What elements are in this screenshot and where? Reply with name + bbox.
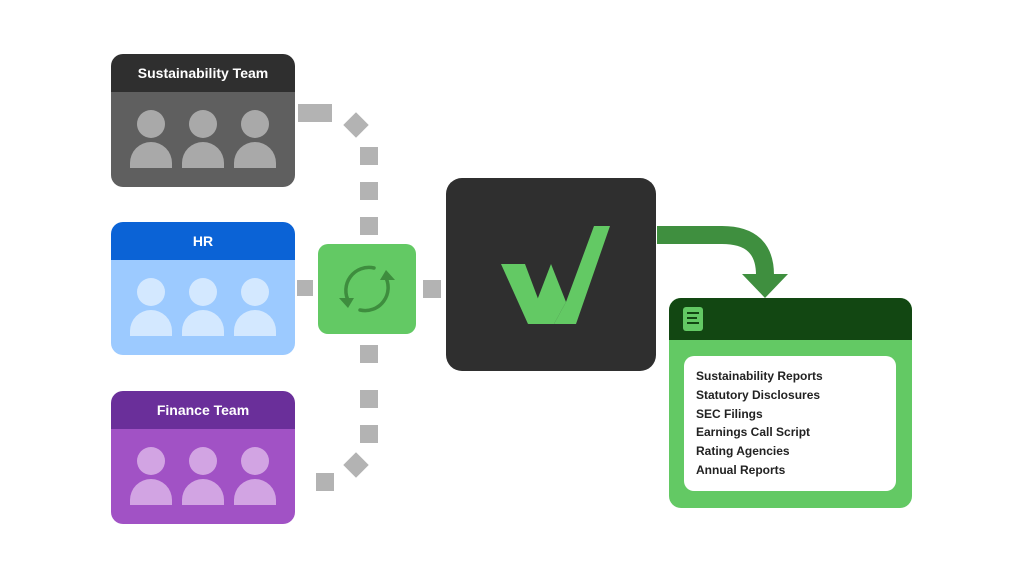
output-arrow: [657, 226, 788, 298]
people-icon: [111, 92, 295, 187]
person-icon: [130, 447, 172, 507]
list-item: Sustainability Reports: [696, 369, 823, 383]
person-icon: [234, 447, 276, 507]
output-header: [669, 298, 912, 340]
person-icon: [234, 278, 276, 338]
person-icon: [130, 278, 172, 338]
team-title: Finance Team: [111, 391, 295, 429]
list-item: SEC Filings: [696, 406, 763, 421]
person-icon: [234, 110, 276, 170]
dotted-connectors: [297, 104, 441, 491]
person-icon: [130, 110, 172, 170]
sync-box: [318, 244, 416, 334]
person-icon: [182, 447, 224, 507]
person-icon: [182, 110, 224, 170]
team-title: HR: [111, 222, 295, 260]
person-icon: [182, 278, 224, 338]
team-title: Sustainability Team: [111, 54, 295, 92]
w-check-logo: [501, 226, 610, 324]
list-item: Annual Reports: [696, 462, 786, 477]
team-card-hr: HR: [111, 222, 295, 355]
output-card: Sustainability Reports Statutory Disclos…: [669, 298, 912, 508]
platform-logo-box: [446, 178, 656, 371]
list-item: Rating Agencies: [696, 444, 790, 459]
list-item: Statutory Disclosures: [696, 387, 821, 402]
output-report-list: Sustainability Reports Statutory Disclos…: [684, 356, 896, 491]
people-icon: [111, 260, 295, 355]
list-item: Earnings Call Script: [696, 425, 811, 440]
team-card-sustainability: Sustainability Team: [111, 54, 295, 187]
document-icon: [683, 307, 703, 331]
team-card-finance: Finance Team: [111, 391, 295, 524]
people-icon: [111, 429, 295, 524]
sync-arrows-icon: [339, 265, 395, 313]
